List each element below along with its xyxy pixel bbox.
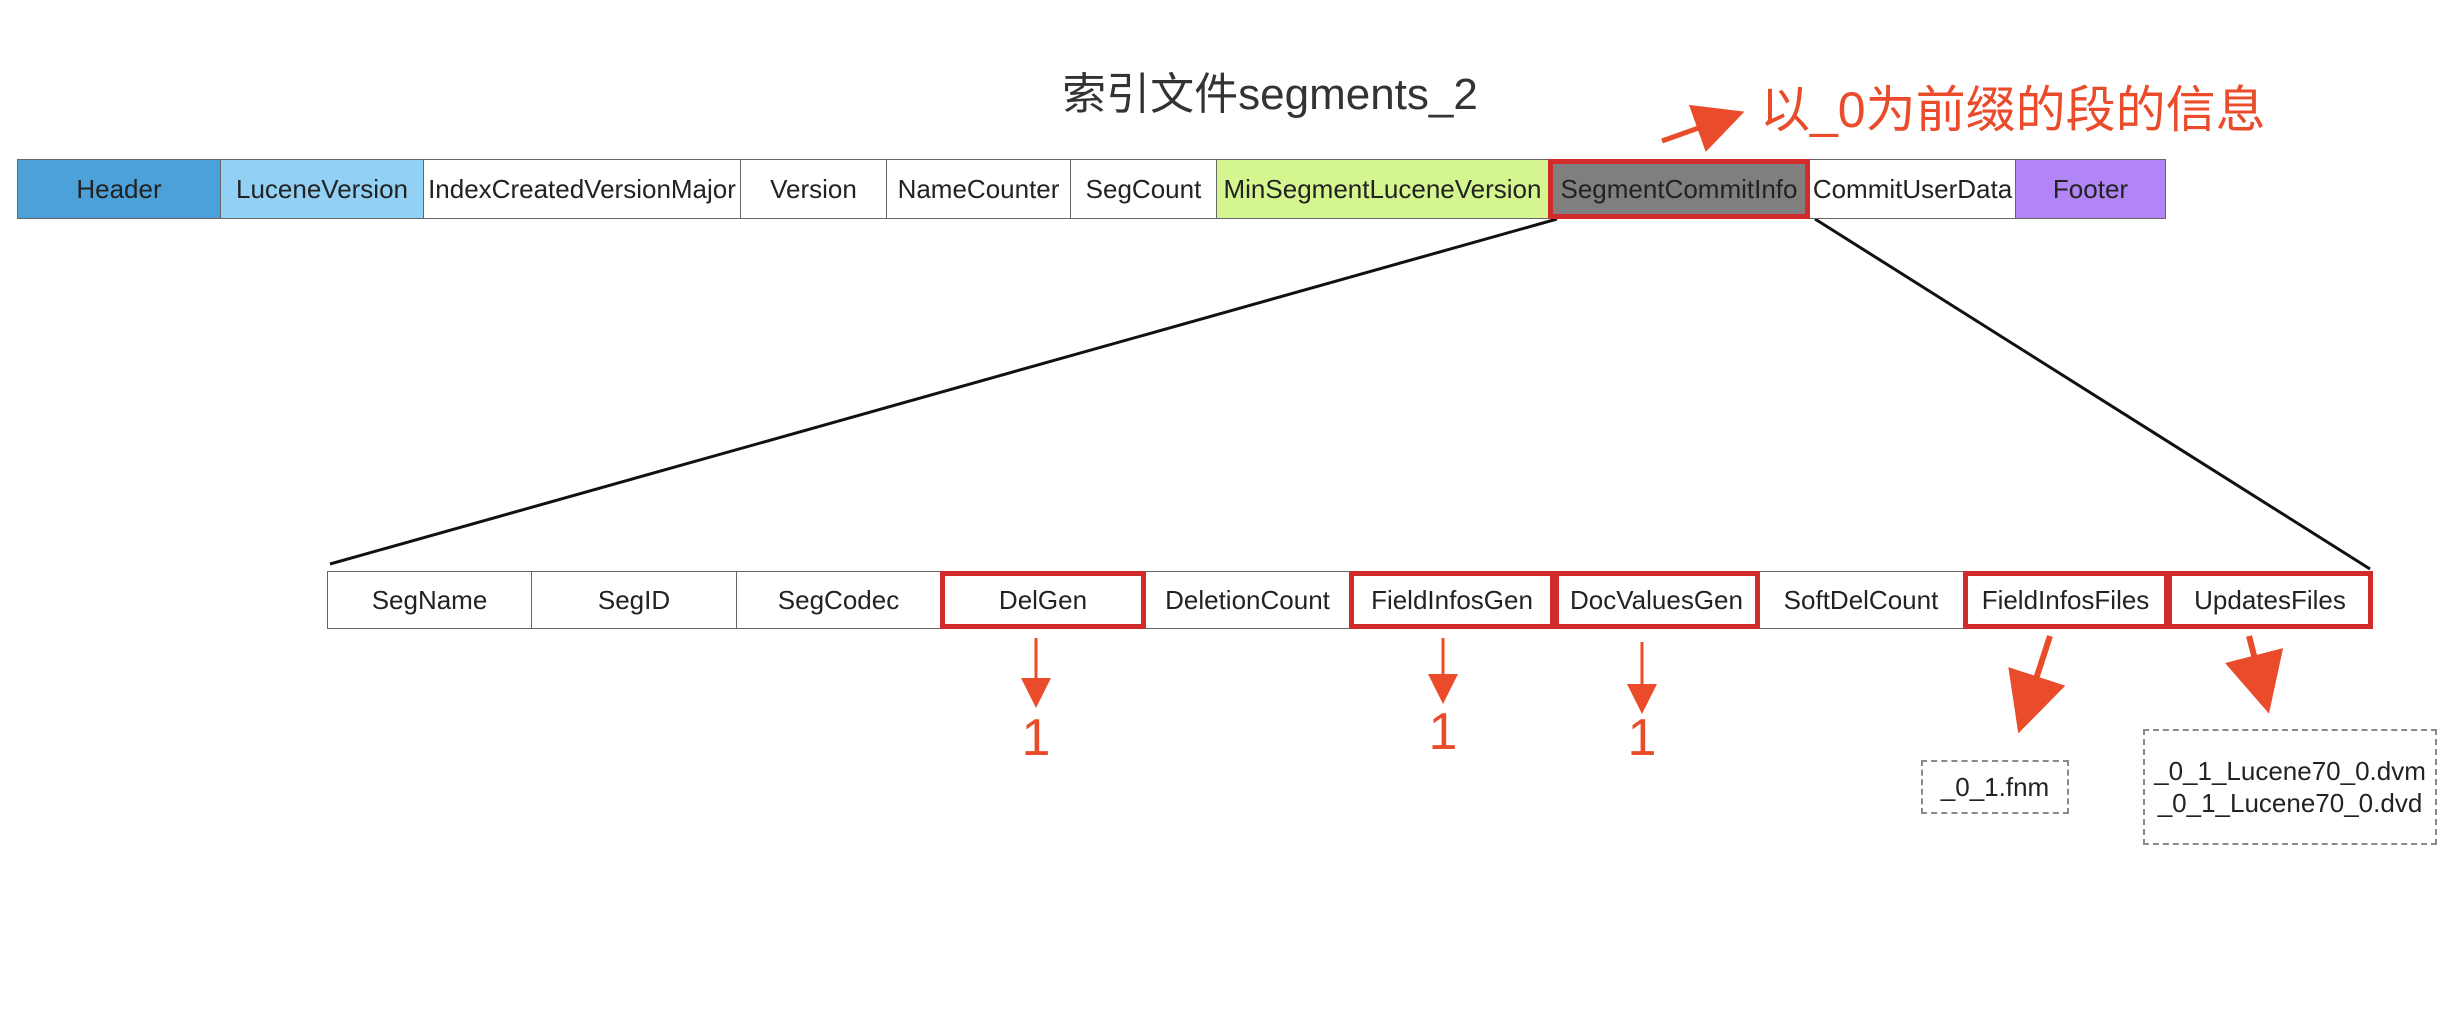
cell-label: MinSegmentLuceneVersion (1223, 173, 1542, 204)
field-updates-files: UpdatesFiles (2167, 571, 2373, 629)
cell-label: UpdatesFiles (2194, 584, 2346, 615)
file-name: _0_1_Lucene70_0.dvd (2157, 788, 2423, 818)
expand-line-right (1814, 217, 2371, 571)
doc-values-gen-value: 1 (1627, 709, 1657, 767)
expand-line-left (329, 217, 1558, 566)
field-seg-count: SegCount (1070, 159, 1217, 219)
cell-label: NameCounter (897, 173, 1060, 204)
cell-label: SegmentCommitInfo (1560, 173, 1798, 204)
cell-label: SegName (371, 584, 488, 615)
updates-files-arrow (2224, 635, 2284, 714)
file-name: _0_1.fnm (1940, 772, 2050, 802)
field-seg-name: SegName (326, 571, 533, 629)
field-name-counter: NameCounter (885, 159, 1072, 219)
segment-prefix-annotation: 以_0为前缀的段的信息 (1760, 82, 2266, 138)
field-infos-files-arrow (2008, 635, 2066, 734)
file-name: _0_1_Lucene70_0.dvm (2154, 756, 2426, 786)
segments-file-structure: Header LuceneVersion IndexCreatedVersion… (16, 159, 2166, 219)
field-doc-values-gen: DocValuesGen (1553, 571, 1760, 629)
cell-label: IndexCreatedVersionMajor (428, 173, 736, 204)
cell-label: LuceneVersion (235, 173, 409, 204)
cell-label: DeletionCount (1165, 584, 1330, 615)
field-index-created-version-major: IndexCreatedVersionMajor (422, 159, 742, 219)
cell-label: SegCount (1085, 173, 1202, 204)
field-version: Version (740, 159, 887, 219)
field-deletion-count: DeletionCount (1144, 571, 1351, 629)
field-min-segment-lucene-version: MinSegmentLuceneVersion (1215, 159, 1550, 219)
field-lucene-version: LuceneVersion (220, 159, 424, 219)
field-field-infos-files: FieldInfosFiles (1962, 571, 2169, 629)
del-gen-value: 1 (1021, 709, 1051, 767)
field-header: Header (16, 159, 222, 219)
field-footer: Footer (2015, 159, 2166, 219)
field-del-gen: DelGen (940, 571, 1146, 629)
diagram-title: 索引文件segments_2 (1062, 70, 1478, 119)
annotation-arrow (1661, 104, 1745, 152)
field-infos-files-box: _0_1.fnm (1921, 760, 2069, 814)
cell-label: CommitUserData (1812, 173, 2013, 204)
field-seg-id: SegID (531, 571, 737, 629)
field-infos-gen-value: 1 (1428, 703, 1458, 761)
cell-label: Header (76, 173, 162, 204)
cell-label: Footer (2052, 173, 2129, 204)
segment-commit-info-structure: SegName SegID SegCodec DelGen DeletionCo… (326, 571, 2373, 629)
field-commit-user-data: CommitUserData (1808, 159, 2017, 219)
cell-label: Version (770, 173, 857, 204)
cell-label: DelGen (998, 584, 1088, 615)
field-soft-del-count: SoftDelCount (1758, 571, 1964, 629)
field-field-infos-gen: FieldInfosGen (1349, 571, 1555, 629)
cell-label: DocValuesGen (1570, 584, 1743, 615)
field-segment-commit-info: SegmentCommitInfo (1548, 159, 1810, 219)
cell-label: SegCodec (777, 584, 900, 615)
cell-label: SegID (597, 584, 671, 615)
cell-label: FieldInfosGen (1371, 584, 1533, 615)
updates-files-box: _0_1_Lucene70_0.dvm _0_1_Lucene70_0.dvd (2143, 729, 2437, 845)
cell-label: SoftDelCount (1783, 584, 1939, 615)
field-seg-codec: SegCodec (735, 571, 942, 629)
cell-label: FieldInfosFiles (1981, 584, 2150, 615)
